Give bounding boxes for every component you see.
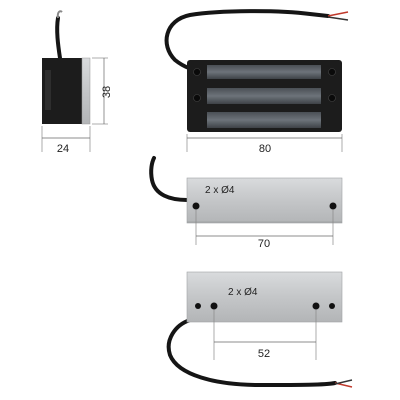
front-view-armature-bar-top: [207, 65, 321, 79]
front-view-armature-bar-middle: [207, 88, 321, 104]
plate-view-hole-outer-left: [195, 303, 201, 309]
mounting-view-hole-right: [329, 202, 337, 210]
side-view-cable-tip: [56, 10, 63, 19]
plate-spacing-label: 52: [258, 348, 270, 360]
plate-view-wire-black: [334, 379, 353, 385]
armature-plate-view: 2 x Ø4 52: [166, 271, 353, 388]
mounting-view-hole-label: 2 x Ø4: [205, 185, 235, 196]
front-view-hole-left-upper: [193, 68, 201, 76]
plate-view-hole-inner-right: [312, 302, 320, 310]
side-width-label: 24: [57, 143, 69, 155]
plate-view-hole-outer-right: [329, 303, 335, 309]
plate-view-hole-label: 2 x Ø4: [228, 287, 258, 298]
mounting-view-cable: [149, 156, 189, 202]
mounting-view-metal-body: [186, 177, 343, 224]
front-view-wire-red: [327, 11, 349, 17]
side-view: 38 24: [41, 10, 113, 155]
front-view-wire-black: [327, 16, 349, 21]
plate-view-metal-body: [186, 271, 343, 323]
plate-view-hole-inner-left: [210, 302, 218, 310]
front-width-label: 80: [259, 143, 271, 155]
mount-spacing-label: 70: [258, 238, 270, 250]
side-view-black-groove: [45, 70, 51, 110]
side-height-label: 38: [101, 86, 113, 98]
front-view-hole-right-lower: [328, 94, 336, 102]
front-view: 80: [164, 9, 349, 155]
mounting-view-hole-left: [192, 202, 200, 210]
plate-view-cable: [166, 318, 337, 388]
front-view-hole-left-lower: [193, 94, 201, 102]
front-view-hole-right-upper: [328, 68, 336, 76]
mounting-view: 2 x Ø4 70: [149, 156, 343, 250]
front-view-armature-bar-bottom: [207, 112, 321, 128]
side-view-cable: [55, 16, 62, 60]
side-view-metal-bracket: [81, 57, 91, 125]
